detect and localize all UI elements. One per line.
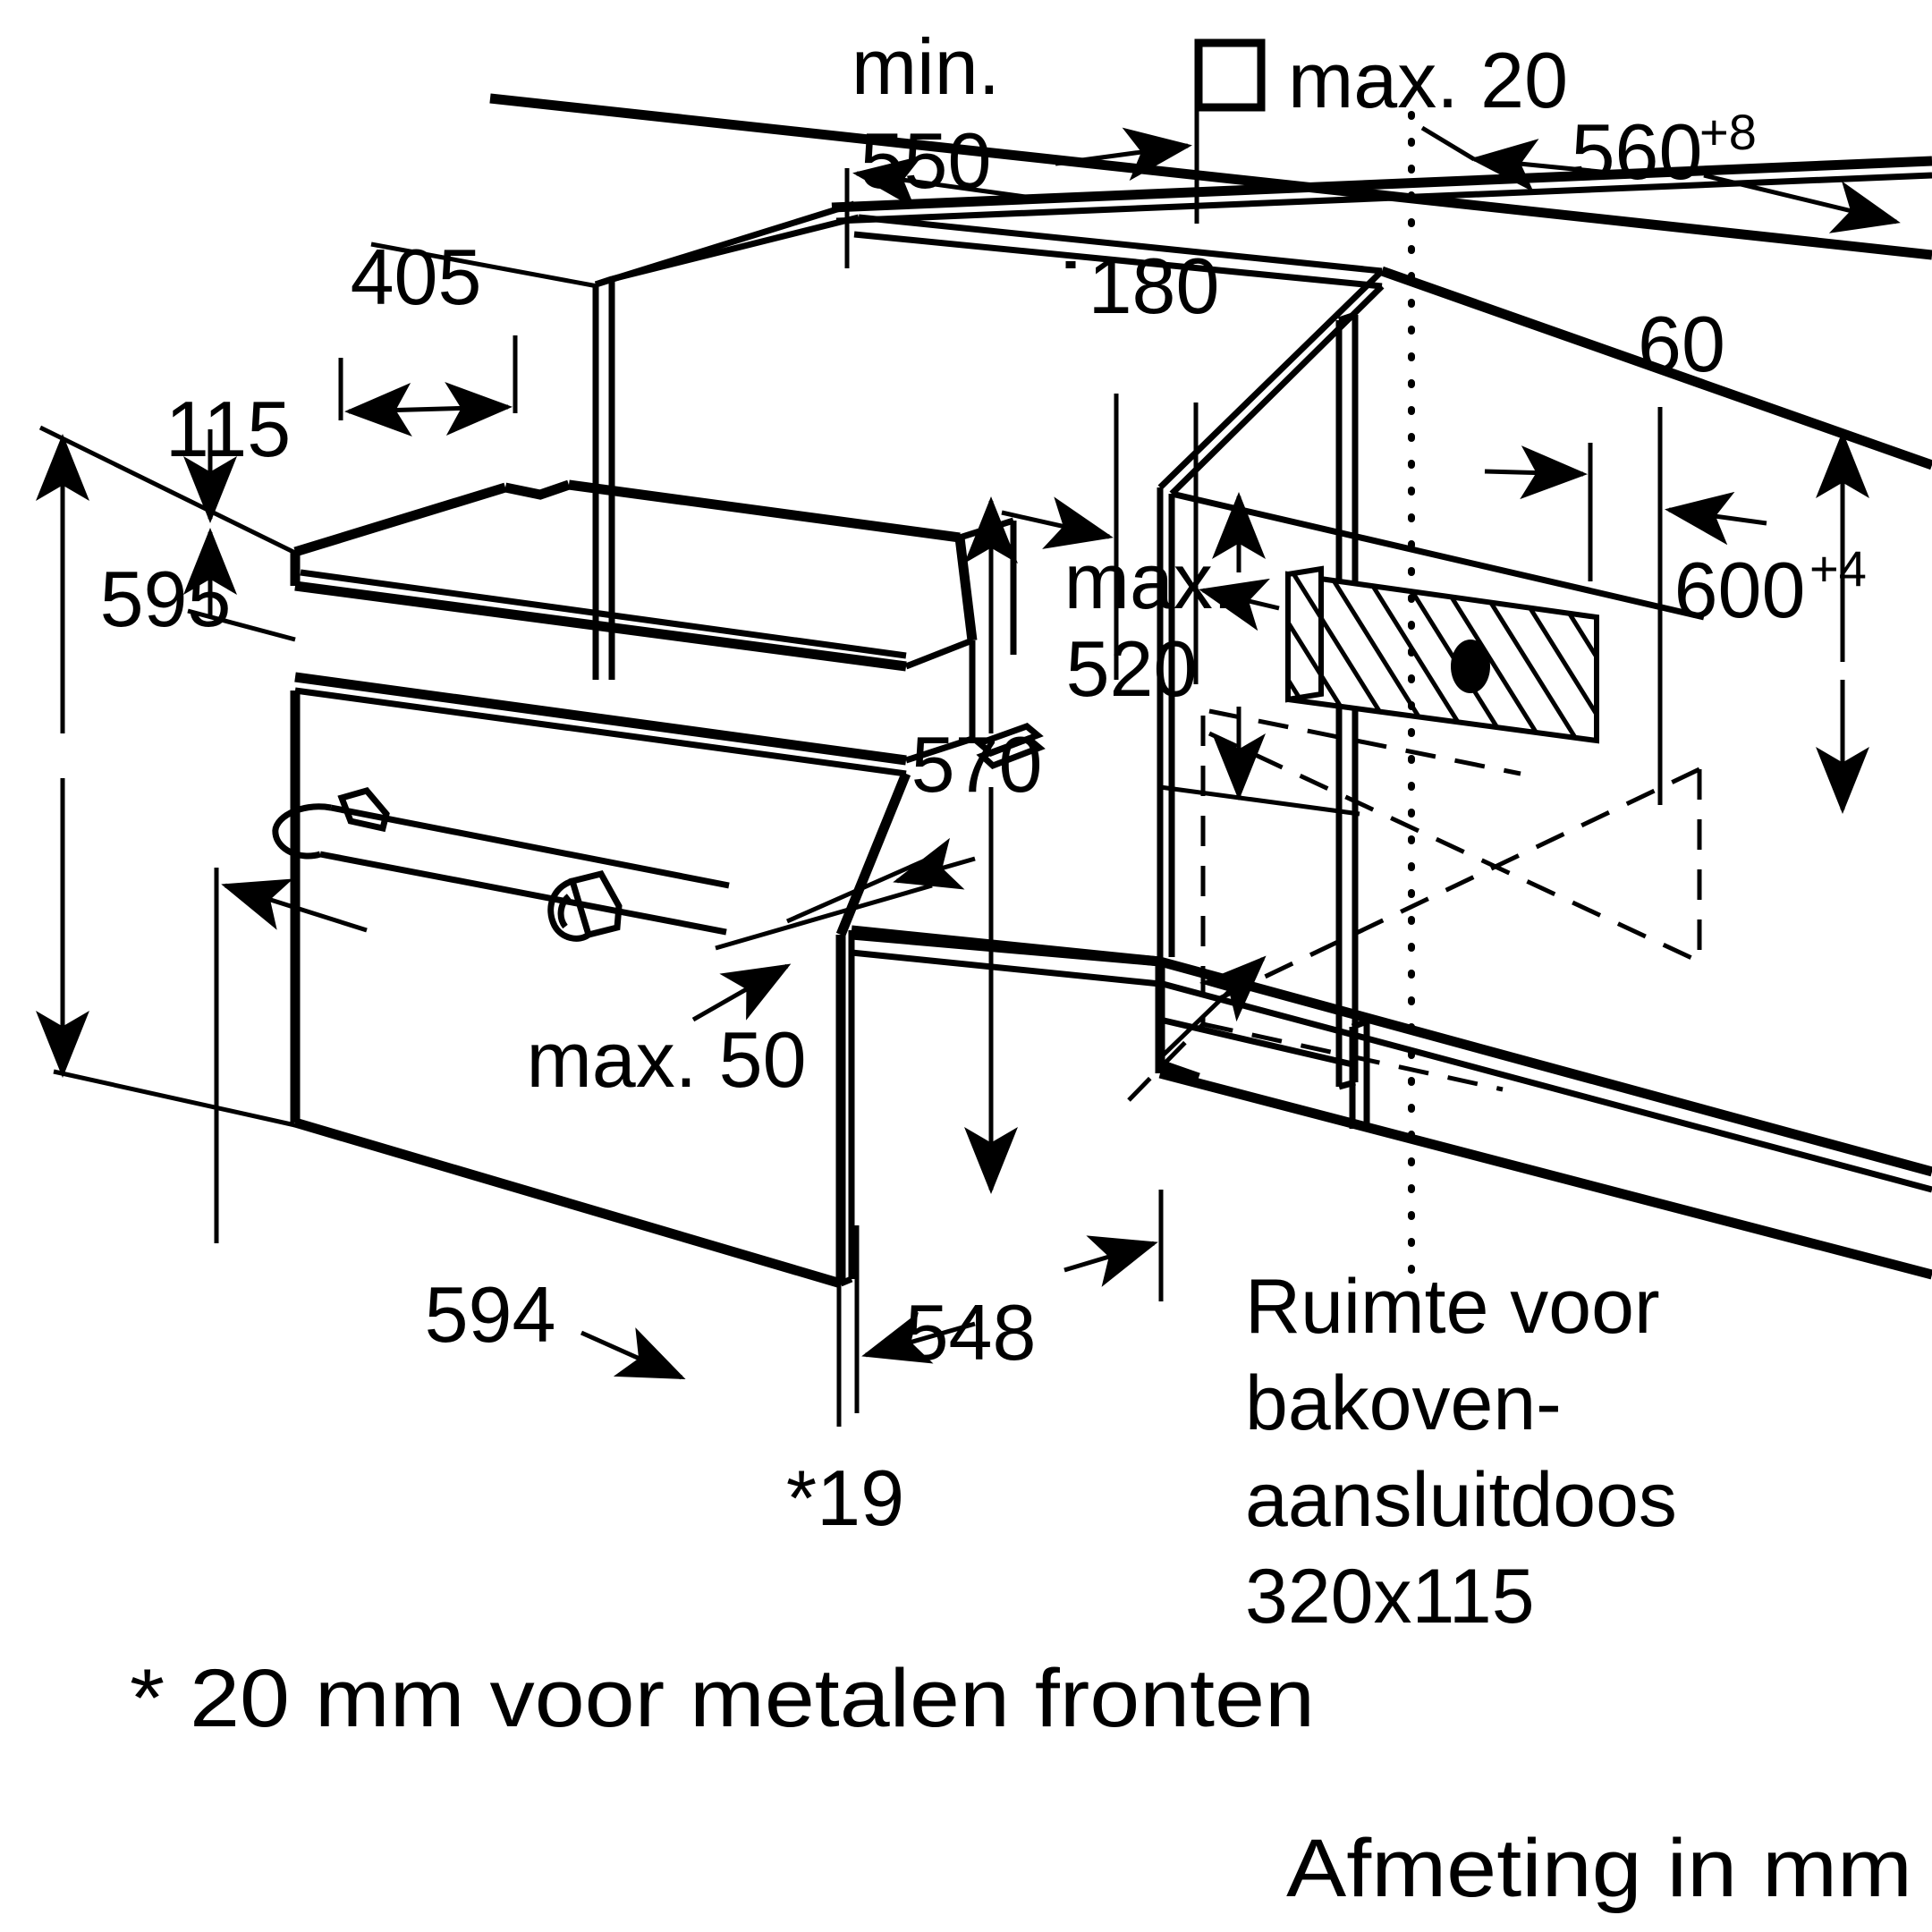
connection-box-side-face (1285, 565, 1324, 703)
oven-top-back-edge (293, 482, 507, 557)
oven-panel-front-top (300, 569, 907, 659)
oven-base-left-step (1158, 1059, 1200, 1083)
dim-leader-560-left (1420, 125, 1476, 162)
lower-shelf-front-edge-b (1162, 980, 1932, 1193)
ext-line-520-bottom (1159, 784, 1360, 817)
dimension-lines-group (36, 54, 1901, 1427)
dim-arrow-180-left (1001, 496, 1114, 549)
note-line-1: Ruimte voor (1245, 1264, 1660, 1350)
lower-niche-box-top (1351, 1018, 1368, 1030)
oven-handle-mount-left (337, 787, 390, 833)
oven-handle-bar-bottom (319, 851, 727, 936)
oven-panel-right-face-2 (904, 735, 974, 764)
oven-top-back-edge-2 (504, 479, 571, 500)
label-max-50: max. 50 (526, 1015, 806, 1104)
label-594: 594 (425, 1270, 556, 1359)
label-560-tolerance: +8 (1699, 104, 1757, 160)
note-line-4: 320x115 (1245, 1554, 1535, 1640)
oven-body-right-top (954, 537, 978, 641)
lower-shelf-front-edge (1158, 956, 1932, 1177)
socket-center-marker-icon (1451, 640, 1490, 693)
dim-arrow-max50-right (893, 837, 976, 890)
oven-panel-top-edge (294, 580, 907, 672)
oven-handle-right-cap (547, 877, 591, 942)
cabinet-left-top-panel-b (611, 214, 860, 283)
footnote-text: * 20 mm voor metalen fronten (130, 1653, 1315, 1744)
dim-arrow-548-left (861, 1311, 976, 1364)
label-180: 180 (1089, 242, 1220, 330)
oven-panel-bottom-edge (294, 672, 907, 766)
oven-door-right-bevel (839, 1275, 853, 1287)
label-max-520-line1: max. (1064, 537, 1235, 625)
dim-arrow-405 (344, 381, 513, 437)
dim-arrow-594-left (221, 878, 368, 933)
label-115: 115 (165, 385, 291, 473)
label-595: 595 (100, 555, 232, 643)
oven-side-bracket-inner (976, 735, 1046, 770)
worktop-front-edge (489, 93, 1932, 260)
dim-arrow-180-right (1199, 578, 1280, 631)
niche-hidden-floor-front (1127, 1022, 1205, 1102)
niche-hidden-diag-2 (1201, 767, 1701, 1009)
label-548: 548 (905, 1288, 1037, 1377)
label-60: 60 (1638, 300, 1725, 388)
oven-handle-left-cap (272, 803, 332, 860)
label-560: 560 (1572, 107, 1703, 196)
label-min-550: 550 (860, 116, 992, 205)
dim-arrow-594-right (580, 1327, 686, 1380)
oven-top-right-edge (568, 479, 961, 543)
oven-handle-right-block (568, 869, 623, 939)
niche-back-edge-b (1169, 284, 1385, 496)
leader-max50-b (785, 852, 941, 924)
connection-box-note-group: Ruimte voor bakoven- aansluitdoos 320x11… (1245, 1264, 1677, 1640)
dim-arrow-max50 (691, 963, 792, 1022)
niche-hidden-back-top (1208, 708, 1521, 776)
dim-arrow-548-right (1063, 1235, 1158, 1287)
plinth-front-edge (1158, 1068, 1932, 1280)
label-19: *19 (786, 1453, 904, 1542)
shelf-underside-b (853, 231, 1383, 290)
label-405: 405 (351, 233, 482, 321)
label-min: min. (852, 22, 1000, 111)
units-note-text: Afmeting in mm (1286, 1823, 1912, 1914)
label-570: 570 (911, 720, 1043, 809)
label-600-tolerance: +4 (1809, 540, 1867, 597)
leader-max50-a (715, 883, 933, 951)
ext-line-115-bottom (187, 608, 296, 642)
dim-arrow-60-left (1484, 445, 1588, 500)
connection-box-hatched-area (1285, 571, 1599, 744)
oven-side-bracket-outer (973, 723, 1044, 758)
oven-panel-right-face (904, 637, 974, 670)
note-line-3: aansluitdoos (1245, 1457, 1677, 1543)
shelf-underside-a (858, 214, 1383, 275)
oven-handle-bar-top (330, 804, 730, 889)
oven-door-bottom-edge (293, 1117, 843, 1289)
niche-hidden-diag-1 (1208, 731, 1701, 964)
label-max-20: max. 20 (1288, 36, 1568, 124)
note-line-2: bakoven- (1245, 1360, 1562, 1446)
oven-appliance-group (272, 479, 1161, 1289)
dim-leader-600 (1161, 955, 1267, 1057)
dim-arrow-60-right (1665, 491, 1767, 546)
connection-box-region-group (1285, 565, 1599, 744)
worktop-back-edge (831, 156, 1932, 213)
dim-arrow-560-left (1470, 139, 1629, 192)
worktop-underside-right (835, 172, 1932, 225)
oven-panel-bottom-edge-2 (294, 687, 907, 777)
oven-body-top-right-edge (958, 517, 1015, 541)
dim-arrow-550-right (1055, 127, 1192, 182)
ext-line-595-bottom (53, 1069, 296, 1128)
dim-arrow-560-right (1703, 173, 1901, 233)
label-600: 600 (1674, 546, 1806, 634)
oven-base-receding-edge (851, 925, 1161, 967)
dimension-labels-group: min. 550 max. 20 560 +8 405 115 595 180 … (100, 22, 1867, 1542)
label-max-520-line2: 520 (1066, 624, 1198, 713)
dim-arrow-550-left (852, 155, 1046, 209)
oven-handle-right-inner (557, 894, 572, 929)
square-outline-symbol-icon (1194, 38, 1266, 112)
oven-base-shelf-bottom (851, 949, 1161, 987)
leader-405-top (370, 242, 598, 289)
